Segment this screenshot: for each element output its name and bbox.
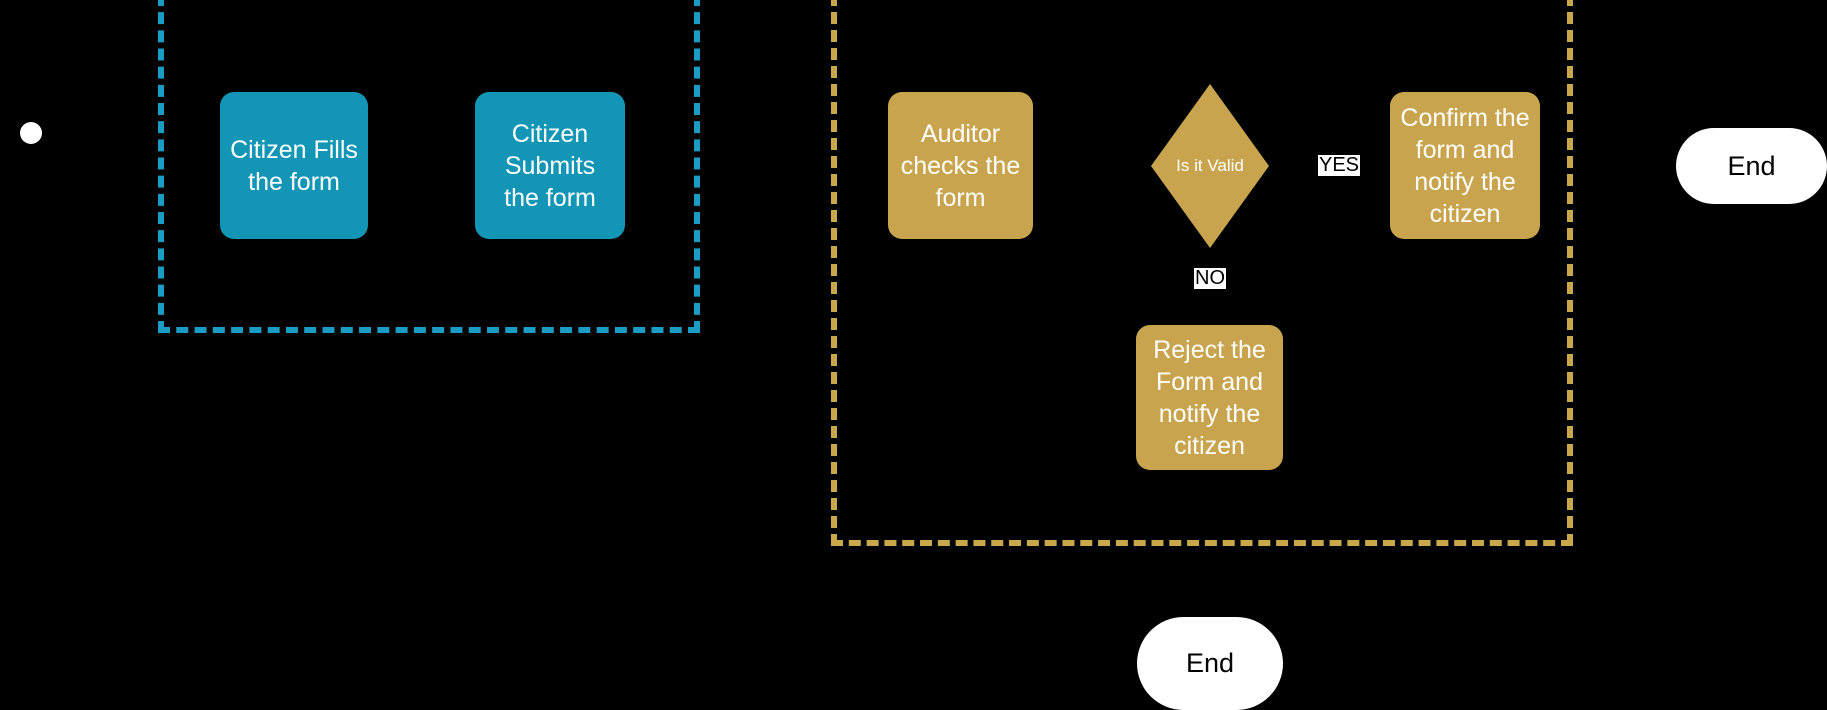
auditor-lane-container <box>831 0 1573 546</box>
decision-label: Is it Valid <box>1176 156 1244 175</box>
node-citizen-submits-the-form[interactable]: Citizen Submits the form <box>475 92 625 239</box>
edge-label-no: NO <box>1194 267 1226 289</box>
node-auditor-checks-the-form[interactable]: Auditor checks the form <box>888 92 1033 239</box>
node-confirm-form-and-notify-citizen[interactable]: Confirm the form and notify the citizen <box>1390 92 1540 239</box>
node-end-bottom[interactable]: End <box>1137 617 1283 710</box>
node-end-right[interactable]: End <box>1676 128 1827 204</box>
node-reject-form-and-notify-citizen[interactable]: Reject the Form and notify the citizen <box>1136 325 1283 470</box>
node-citizen-fills-the-form[interactable]: Citizen Fills the form <box>220 92 368 239</box>
node-is-it-valid-decision[interactable]: Is it Valid <box>1151 84 1269 248</box>
citizen-lane-container <box>158 0 700 333</box>
start-node[interactable] <box>20 122 42 144</box>
edge-label-yes: YES <box>1318 154 1361 176</box>
